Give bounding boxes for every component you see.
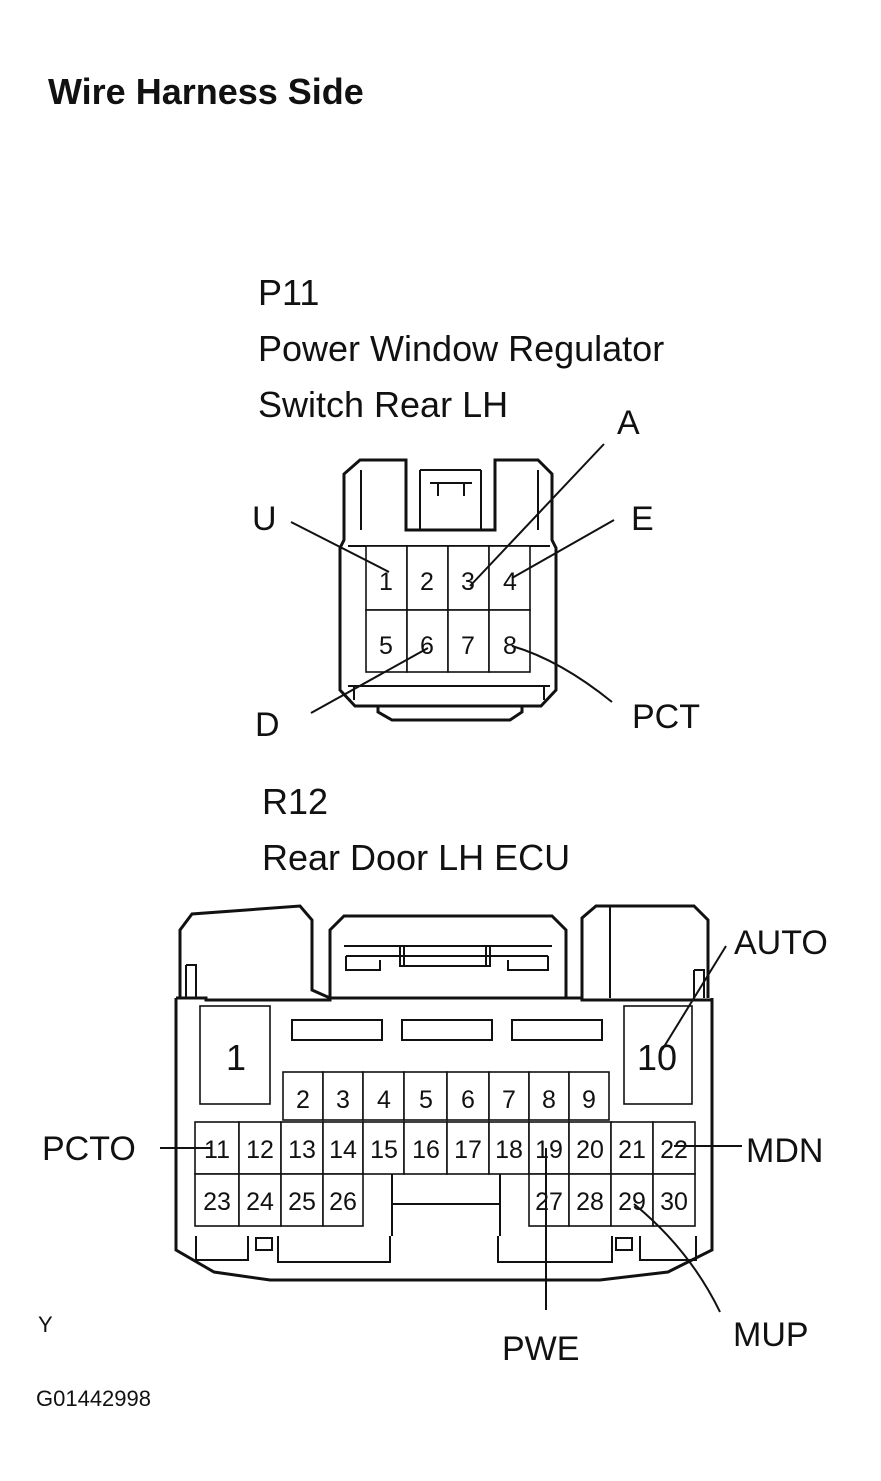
p11-pin-2: 2 <box>420 568 434 596</box>
p11-label-a: A <box>617 404 640 442</box>
figure-code: G01442998 <box>36 1386 151 1411</box>
p11-label-e: E <box>631 500 654 538</box>
r12-pin-26: 26 <box>329 1188 357 1216</box>
p11-pin-3: 3 <box>461 568 475 596</box>
p11-code: P11 <box>258 272 319 313</box>
r12-pin-11: 11 <box>204 1136 230 1164</box>
r12-pin-5: 5 <box>419 1086 433 1114</box>
r12-pin-16: 16 <box>412 1136 440 1164</box>
r12-pin-2: 2 <box>296 1086 310 1114</box>
r12-pin-21: 21 <box>618 1136 646 1164</box>
r12-pin-9: 9 <box>582 1086 596 1114</box>
p11-pin-7: 7 <box>461 632 475 660</box>
r12-pin-27: 27 <box>535 1188 563 1216</box>
r12-pin-23: 23 <box>203 1188 231 1216</box>
r12-pin-24: 24 <box>246 1188 274 1216</box>
r12-pin-17: 17 <box>454 1136 482 1164</box>
r12-name: Rear Door LH ECU <box>262 837 570 878</box>
p11-pin-grid: 1 2 3 4 5 6 7 8 <box>365 545 531 673</box>
p11-name-line2: Switch Rear LH <box>258 384 508 425</box>
r12-pin-12: 12 <box>246 1136 274 1164</box>
r12-connector-body <box>174 904 714 1282</box>
r12-pin-14: 14 <box>329 1136 357 1164</box>
r12-pin-7: 7 <box>502 1086 516 1114</box>
r12-pin-4: 4 <box>377 1086 391 1114</box>
r12-label-mdn: MDN <box>746 1132 823 1170</box>
r12-pin-20: 20 <box>576 1136 604 1164</box>
p11-name-line1: Power Window Regulator <box>258 328 664 369</box>
p11-leader-lines <box>290 443 615 714</box>
footer-mark: Y <box>38 1312 53 1337</box>
r12-pin-1-cell <box>199 1005 271 1105</box>
r12-pin-3: 3 <box>336 1086 350 1114</box>
r12-code: R12 <box>262 781 328 822</box>
p11-label-pct: PCT <box>632 698 700 736</box>
r12-pin-18: 18 <box>495 1136 523 1164</box>
r12-label-pwe: PWE <box>502 1330 579 1368</box>
r12-pin-19: 19 <box>535 1136 563 1164</box>
p11-pin-1: 1 <box>379 568 393 596</box>
p11-label-d: D <box>255 706 280 744</box>
r12-pin-10: 10 <box>637 1037 677 1078</box>
r12-pin-28: 28 <box>576 1188 604 1216</box>
r12-pin-1: 1 <box>226 1037 246 1078</box>
p11-pin-4: 4 <box>503 568 517 596</box>
p11-pin-5: 5 <box>379 632 393 660</box>
r12-label-auto: AUTO <box>734 924 828 962</box>
r12-leader-lines <box>160 945 742 1313</box>
p11-label-u: U <box>252 500 277 538</box>
page-title: Wire Harness Side <box>48 71 364 112</box>
p11-pin-6: 6 <box>420 632 434 660</box>
r12-pin-15: 15 <box>370 1136 398 1164</box>
r12-pin-6: 6 <box>461 1086 475 1114</box>
r12-pin-10-cell <box>623 1005 693 1105</box>
r12-pin-25: 25 <box>288 1188 316 1216</box>
p11-pin-8: 8 <box>503 632 517 660</box>
r12-pin-grid: 1 10 2 3 4 5 6 7 8 9 11 12 13 14 15 16 1… <box>194 1037 696 1227</box>
r12-pin-30: 30 <box>660 1188 688 1216</box>
r12-pin-8: 8 <box>542 1086 556 1114</box>
r12-label-mup: MUP <box>733 1316 809 1354</box>
r12-pin-22: 22 <box>660 1136 688 1164</box>
r12-label-pcto: PCTO <box>42 1130 136 1168</box>
r12-pin-13: 13 <box>288 1136 316 1164</box>
